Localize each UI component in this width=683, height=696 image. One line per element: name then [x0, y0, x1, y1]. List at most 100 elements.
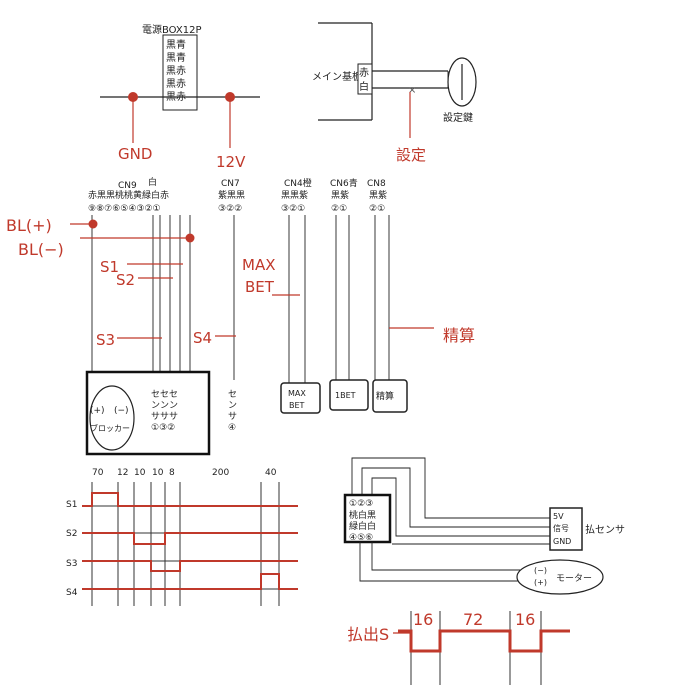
motor-name: モーター: [556, 573, 592, 584]
bet-switches: MAX BET MAX BET 1BET 精算 精算: [242, 215, 475, 414]
seisan-label: 精算: [443, 326, 475, 345]
payout-label: 払出S: [347, 625, 389, 644]
timing-value: 10: [152, 468, 164, 478]
s2-label: S2: [116, 271, 135, 289]
timing-row-label: S2: [66, 529, 77, 539]
cn7-label: CN7: [221, 179, 240, 189]
pay-sensor-gnd: GND: [553, 537, 571, 546]
connector-headers: CN9 白 赤黒黒桃桃黄緑白赤 ⑨⑧⑦⑥⑤④③②① CN7 紫黒黒 ③②② CN…: [88, 176, 387, 214]
hopper-pins-bottom: ④⑤⑥: [349, 533, 373, 543]
timing-value: 8: [169, 468, 175, 478]
blocker-coil: [89, 385, 135, 451]
s1-label: S1: [100, 258, 119, 276]
hopper-connector: [343, 493, 392, 544]
hopper-row1: 桃白黒: [349, 509, 376, 521]
payout-waveform: [398, 629, 570, 653]
max-label: MAX: [242, 256, 275, 274]
cn9-label: CN9: [118, 181, 137, 191]
cn7-wiring: S4 セ ン サ ④: [193, 215, 240, 433]
timing-value: 10: [134, 468, 146, 478]
onebet-switch-label: 1BET: [335, 391, 356, 400]
maxbet-switch: [280, 382, 321, 414]
cn8-colors: 黒紫: [369, 190, 387, 201]
cn6-colors: 黒紫: [331, 190, 349, 201]
maxbet-switch-line2: BET: [289, 401, 305, 410]
payout-value: 16: [515, 610, 535, 629]
pay-sensor-terminal: [549, 507, 583, 551]
seisan-switch: [372, 379, 408, 413]
pay-sensor-signal: 信号: [553, 523, 569, 533]
hopper-section: ①②③ 桃白黒 緑白白 ④⑤⑥ 5V 信号 GND 払センサ (−) (+) モ…: [343, 457, 625, 595]
cn9-pins: ⑨⑧⑦⑥⑤④③②①: [88, 204, 161, 214]
cn4-label: CN4橙: [284, 177, 312, 189]
sensor4-vertical: セ ン サ ④: [228, 389, 240, 433]
main-board-pin-red: 赤: [359, 67, 369, 79]
blocker-sensors-vertical: セセセ ンンン サササ ①③②: [151, 389, 181, 433]
hopper-outer-wire: [351, 457, 552, 519]
timing-row-label: S1: [66, 500, 77, 510]
seisan-switch-label: 精算: [376, 390, 394, 402]
main-board-label: メイン基板: [312, 70, 362, 83]
payout-timing: 払出S 16 72 16: [347, 610, 570, 685]
main-board-pin-white: 白: [359, 80, 369, 93]
s3-waveform: [82, 560, 298, 572]
cn8-label: CN8: [367, 179, 386, 189]
hopper-wire-3: [371, 477, 552, 537]
timing-value: 70: [92, 468, 104, 478]
power-pin: 黒赤: [166, 65, 186, 77]
cn4-colors: 黒黒紫: [281, 190, 308, 201]
timing-chart: 70 12 10 10 8 200 40 S1 S2 S3 S4: [66, 468, 298, 606]
s3-label: S3: [96, 331, 115, 349]
power-pin: 黒青: [166, 38, 186, 51]
blocker-box: (+) (−) ブロッカー セセセ ンンン サササ ①③②: [85, 370, 211, 456]
bl-plus-label: BL(+): [6, 216, 52, 235]
timing-value: 40: [265, 468, 277, 478]
main-board-pinbox: [357, 63, 373, 95]
cn9-wiring: BL(+) BL(−) S1 S2 S3: [6, 215, 195, 390]
s1-waveform: [82, 492, 298, 507]
settei-label: 設定: [396, 146, 426, 164]
blocker-minus: (−): [114, 406, 129, 416]
timing-value: 12: [117, 468, 128, 478]
cn6-pins: ②①: [331, 204, 347, 214]
power-pin: 黒青: [166, 51, 186, 64]
cn9-colors: 赤黒黒桃桃黄緑白赤: [88, 189, 169, 201]
pay-sensor-name: 払センサ: [585, 523, 625, 536]
power-box: 電源BOX12P 黒青 黒青 黒赤 黒赤 黒赤 GND 12V: [100, 23, 260, 171]
motor-plus: (+): [534, 578, 547, 587]
hopper-wire-2: [361, 467, 552, 528]
motor-minus: (−): [534, 566, 547, 575]
cn4-pins: ③②①: [281, 204, 305, 214]
payout-value: 16: [413, 610, 433, 629]
key-label: 設定鍵: [443, 111, 473, 124]
timing-row-label: S3: [66, 559, 77, 569]
blocker-plus: (+): [90, 406, 105, 416]
cn8-pins: ②①: [369, 204, 385, 214]
cn9-top-color: 白: [148, 176, 157, 188]
key-wire-cross-icon: ×: [408, 85, 416, 96]
maxbet-switch-line1: MAX: [288, 389, 306, 398]
timing-row-label: S4: [66, 588, 78, 598]
hopper-pins-top: ①②③: [349, 499, 373, 509]
timing-value: 200: [212, 468, 229, 478]
cn7-colors: 紫黒黒: [218, 190, 245, 201]
s4-waveform: [82, 573, 298, 590]
main-board: メイン基板 赤 白 × 設定鍵 設定: [312, 22, 477, 164]
blocker-name: ブロッカー: [90, 423, 130, 433]
s4-label: S4: [193, 329, 212, 347]
s2-waveform: [82, 532, 298, 545]
bl-minus-label: BL(−): [18, 240, 64, 259]
hopper-row2: 緑白白: [349, 520, 376, 532]
power-box-title: 電源BOX12P: [142, 23, 202, 36]
gnd-label: GND: [118, 145, 152, 163]
onebet-switch: [329, 379, 369, 411]
payout-value: 72: [463, 610, 483, 629]
power-pin: 黒赤: [166, 78, 186, 90]
pay-sensor-5v: 5V: [553, 512, 564, 521]
cn7-pins: ③②②: [218, 204, 242, 214]
motor-wire-a: [359, 542, 520, 582]
motor-icon: [516, 559, 604, 595]
bet-label: BET: [245, 278, 275, 296]
v12-label: 12V: [216, 153, 246, 171]
